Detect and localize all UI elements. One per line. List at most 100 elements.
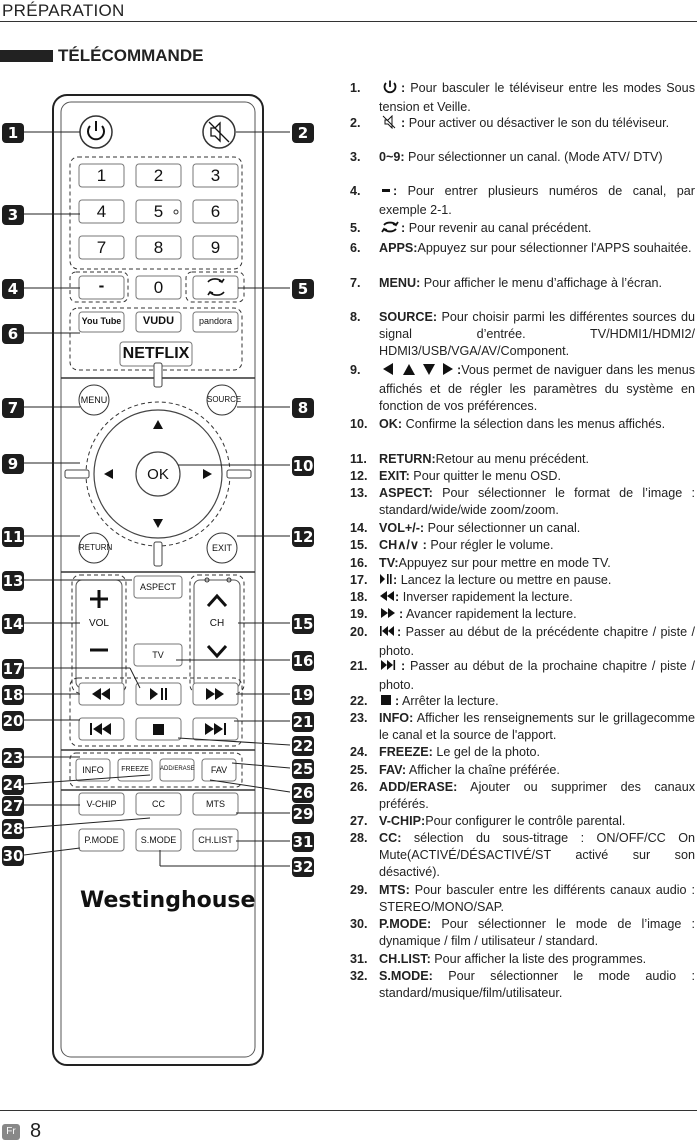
item-number: 1.: [350, 81, 361, 95]
prev-icon: [379, 624, 397, 643]
header-divider: [0, 21, 697, 22]
item-description: Arrêter la lecture.: [399, 694, 499, 708]
callout-6: 6: [2, 324, 24, 344]
item-text: : Pour entrer plusieurs numéros de canal…: [379, 183, 695, 219]
item-description: Afficher la chaîne préférée.: [406, 763, 560, 777]
callout-3: 3: [2, 205, 24, 225]
key-source: SOURCE: [207, 395, 242, 404]
item-key: CH∧/∨ :: [379, 538, 427, 552]
section-title: TÉLÉCOMMANDE: [58, 46, 204, 65]
callout-4: 4: [2, 279, 24, 299]
item-text: EXIT: Pour quitter le menu OSD.: [379, 468, 695, 485]
item-description: Pour afficher la liste des programmes.: [430, 952, 647, 966]
item-number: 26.: [350, 780, 368, 794]
callout-29: 29: [292, 804, 314, 824]
item-description: Pour afficher le menu d’affichage à l’éc…: [420, 276, 663, 290]
callout-2: 2: [292, 123, 314, 143]
item-number: 21.: [350, 659, 368, 673]
item-text: OK: Confirme la sélection dans les menus…: [379, 416, 695, 433]
item-key: :: [395, 590, 400, 604]
key-vudu: VUDU: [142, 315, 175, 327]
item-key: :: [397, 625, 402, 639]
item-description: Appuyez sur pour mettre en mode TV.: [398, 556, 611, 570]
item-description: Pour sélectionner un canal.: [424, 521, 581, 535]
item-key: CC:: [379, 831, 402, 845]
item-text: : Arrêter la lecture.: [379, 693, 695, 712]
key-fav: FAV: [210, 765, 228, 775]
key-8: 8: [153, 238, 164, 257]
item-number: 27.: [350, 814, 368, 828]
item-number: 18.: [350, 590, 368, 604]
item-text: :Vous permet de naviguer dans les menus …: [379, 362, 695, 416]
item-text: CH.LIST: Pour afficher la liste des prog…: [379, 951, 695, 968]
item-description: Pour sélectionner le mode de l’image : d…: [379, 917, 695, 949]
fast-forward-icon: [379, 606, 399, 625]
item-number: 15.: [350, 538, 368, 552]
item-description: Lancez la lecture ou mettre en pause.: [397, 573, 612, 587]
key-aspect: ASPECT: [139, 582, 176, 592]
callout-32: 32: [292, 857, 314, 877]
key-chlist: CH.LIST: [198, 835, 233, 845]
item-description: Confirme la sélection dans les menus aff…: [402, 417, 666, 431]
item-text: CC: sélection du sous-titrage : ON/OFF/C…: [379, 830, 695, 882]
item-number: 23.: [350, 711, 368, 725]
item-key: APPS:: [379, 241, 418, 255]
item-description: Pour sélectionner un canal. (Mode ATV/ D…: [404, 150, 663, 164]
item-number: 14.: [350, 521, 368, 535]
item-text: APPS:Appuyez sur pour sélectionner l'APP…: [379, 240, 695, 257]
item-number: 7.: [350, 276, 361, 290]
item-number: 32.: [350, 969, 368, 983]
item-key: INFO:: [379, 711, 414, 725]
callout-24: 24: [2, 775, 24, 795]
item-number: 19.: [350, 607, 368, 621]
key-0: 0: [153, 278, 164, 297]
callout-1: 1: [2, 123, 24, 143]
item-text: : Pour basculer le téléviseur entre les …: [379, 80, 695, 116]
item-text: : Pour activer ou désactiver le son du t…: [379, 114, 695, 134]
item-number: 8.: [350, 310, 361, 324]
callout-8: 8: [292, 398, 314, 418]
item-text: : Avancer rapidement la lecture.: [379, 606, 695, 625]
item-number: 31.: [350, 952, 368, 966]
callout-31: 31: [292, 832, 314, 852]
rewind-icon: [379, 589, 395, 608]
item-description: Passer au début de la prochaine chapitre…: [379, 659, 695, 693]
item-description: Le gel de la photo.: [432, 745, 541, 759]
key-vol: VOL: [88, 618, 109, 629]
language-badge: Fr: [2, 1124, 20, 1140]
item-description: Avancer rapidement la lecture.: [403, 607, 577, 621]
item-text: : Lancez la lecture ou mettre en pause.: [379, 572, 695, 591]
callout-21: 21: [292, 712, 314, 732]
key-1: 1: [96, 166, 107, 185]
key-menu: MENU: [80, 395, 108, 405]
callout-27: 27: [2, 796, 24, 816]
item-key: 0~9:: [379, 150, 405, 164]
remote-drawing: [23, 94, 291, 1066]
item-number: 25.: [350, 763, 368, 777]
item-number: 6.: [350, 241, 361, 255]
item-description: Pour sélectionner le format de l’image :…: [379, 486, 695, 518]
callout-26: 26: [292, 783, 314, 803]
item-key: MENU:: [379, 276, 421, 290]
power-icon: [379, 80, 401, 99]
callout-25: 25: [292, 759, 314, 779]
item-text: 0~9: Pour sélectionner un canal. (Mode A…: [379, 149, 695, 166]
key-9: 9: [210, 238, 221, 257]
item-number: 10.: [350, 417, 368, 431]
item-key: :: [393, 184, 398, 198]
callout-18: 18: [2, 685, 24, 705]
item-number: 4.: [350, 184, 361, 198]
key-4: 4: [96, 202, 107, 221]
dash-icon: [379, 183, 393, 202]
key-ch: CH: [209, 618, 225, 629]
item-text: VOL+/-: Pour sélectionner un canal.: [379, 520, 695, 537]
item-text: CH∧/∨ : Pour régler le volume.: [379, 537, 695, 554]
item-key: SOURCE:: [379, 310, 438, 324]
item-description: Ajouter ou supprimer des canaux préférés…: [379, 780, 695, 812]
page-number: 8: [30, 1120, 42, 1142]
item-description: Appuyez sur pour sélectionner l'APPS sou…: [417, 241, 692, 255]
item-number: 13.: [350, 486, 368, 500]
callout-19: 19: [292, 685, 314, 705]
item-number: 9.: [350, 363, 361, 377]
key-6: 6: [210, 202, 221, 221]
